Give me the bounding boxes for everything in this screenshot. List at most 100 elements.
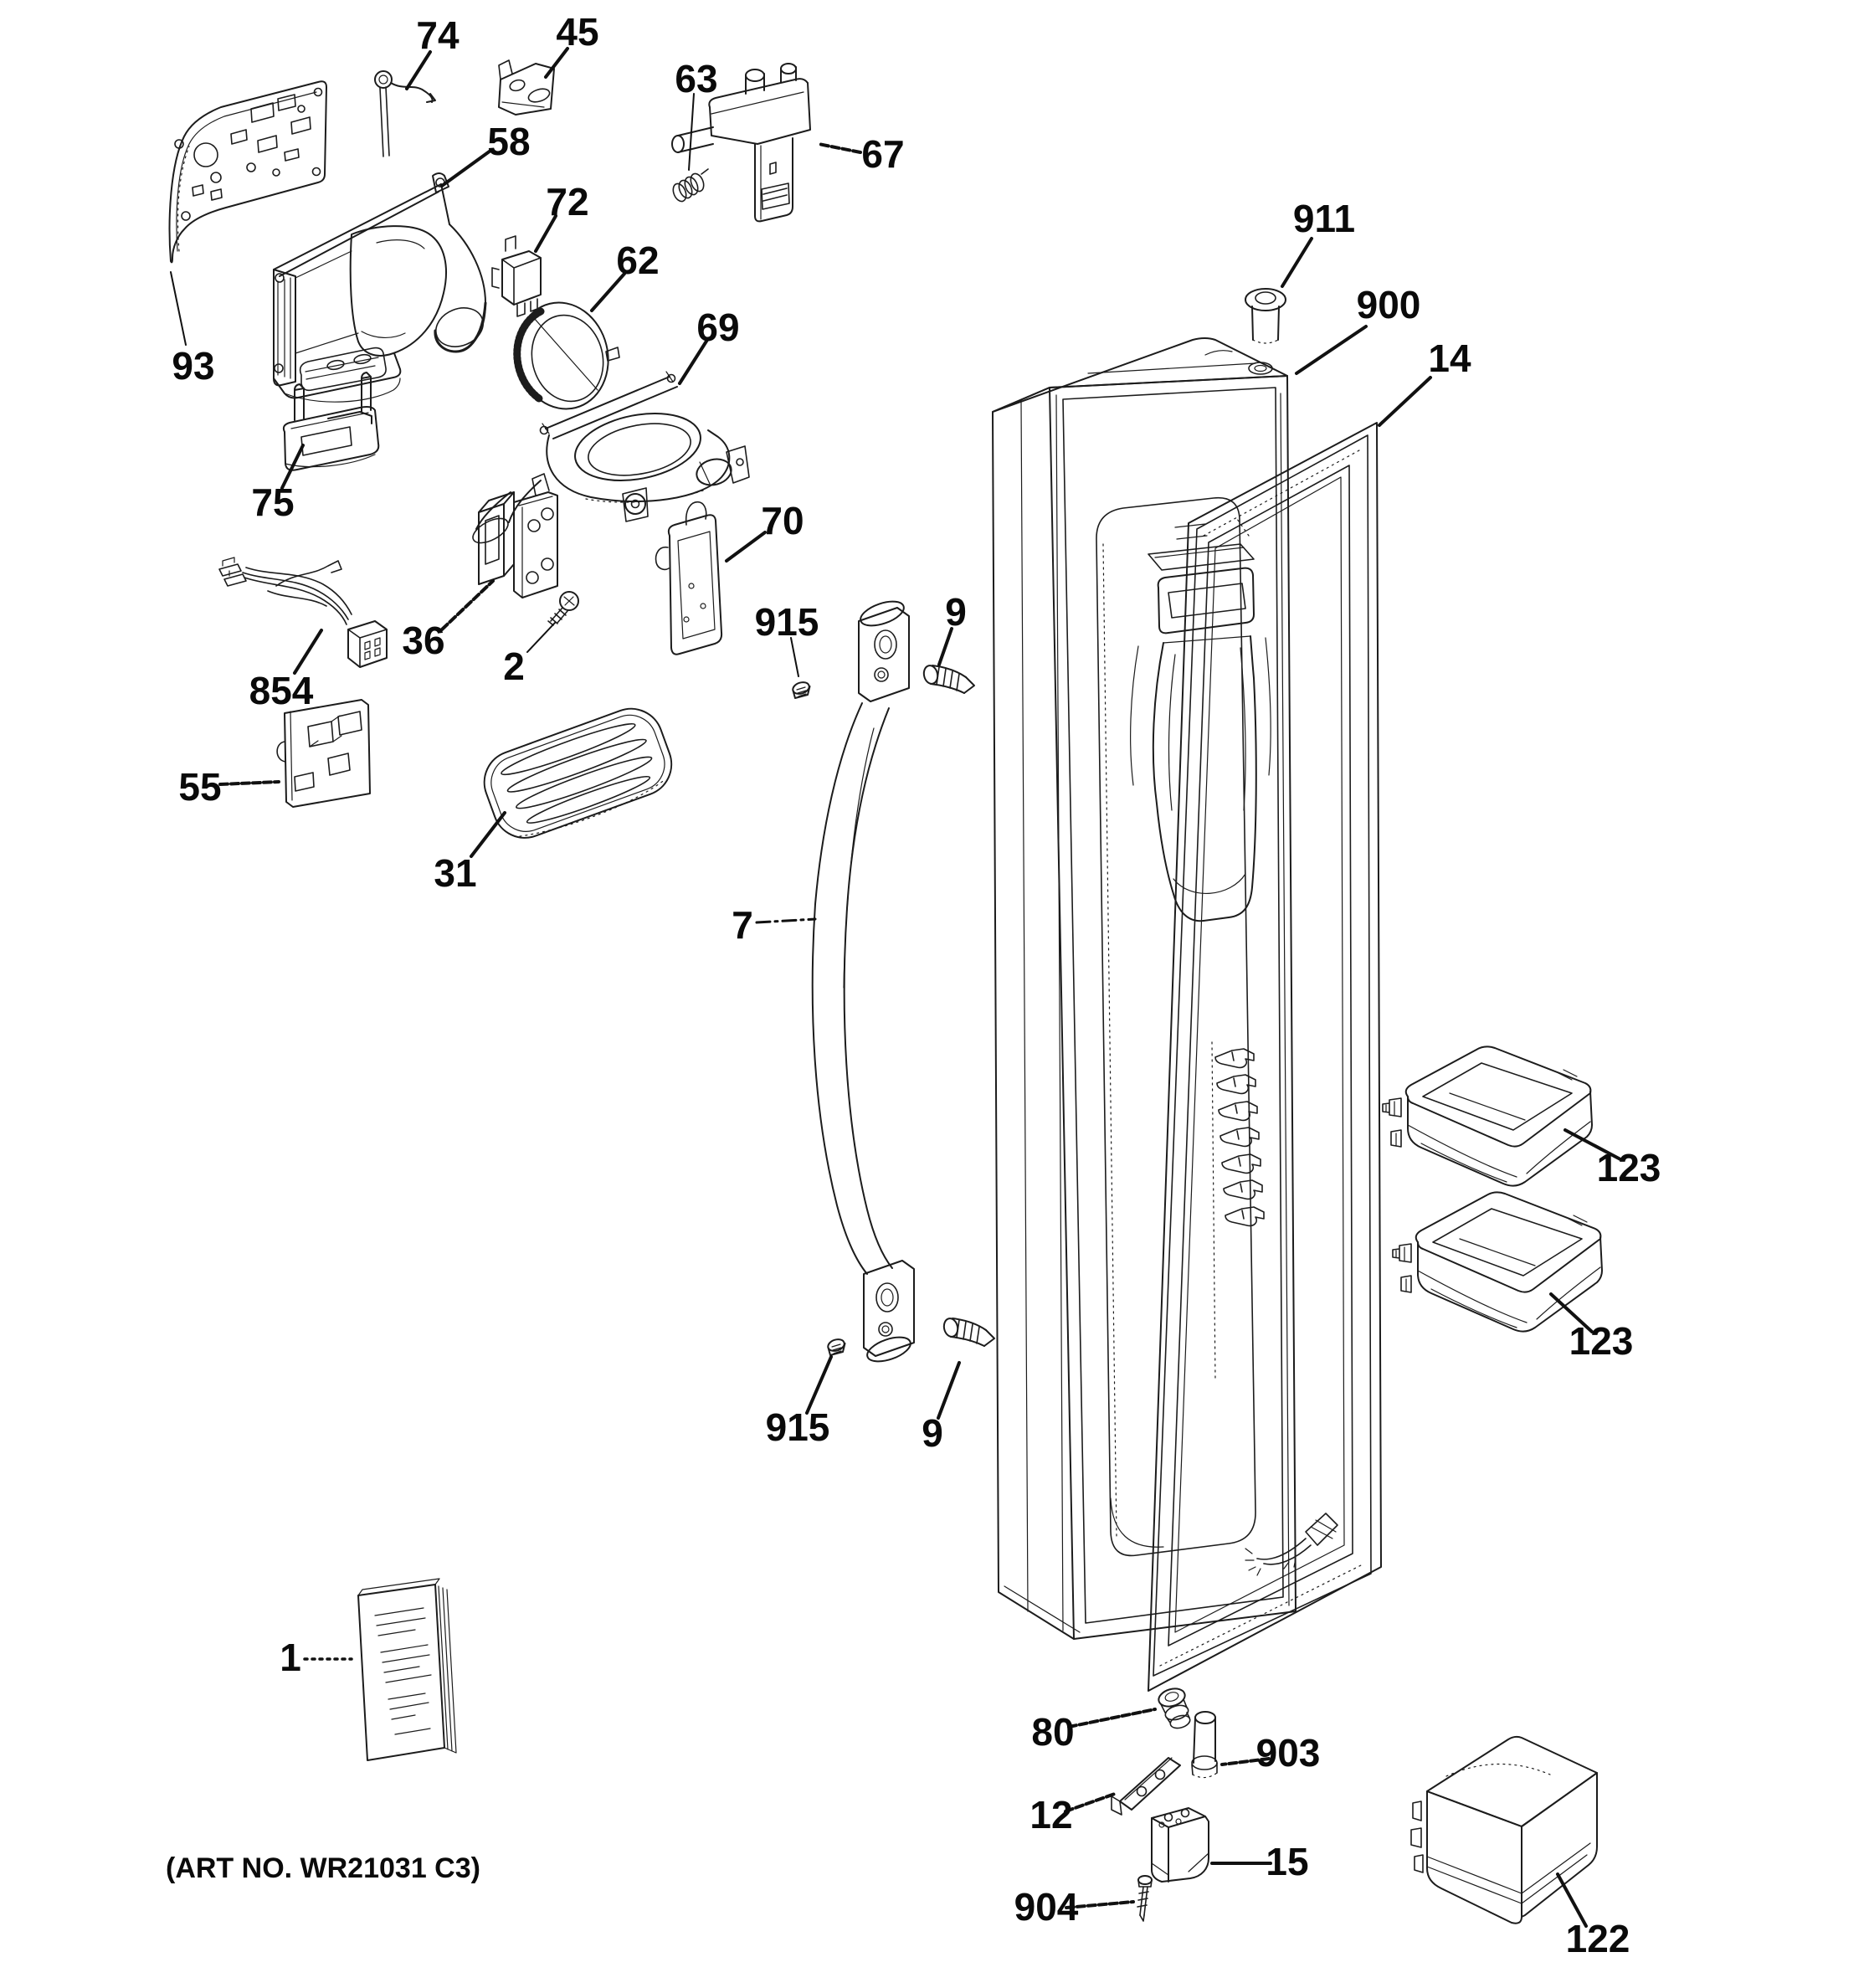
leader-74 (405, 50, 432, 90)
callout-45: 45 (556, 10, 598, 54)
callout-911: 911 (1293, 197, 1355, 240)
leader-55 (218, 780, 280, 786)
leader-123-top (1563, 1128, 1622, 1161)
leader-9-bottom (937, 1361, 961, 1420)
leader-93 (170, 271, 187, 346)
callout-1: 1 (280, 1636, 301, 1679)
callout-72: 72 (546, 180, 588, 223)
leader-915-bottom (805, 1355, 833, 1415)
part-80-bushing (1158, 1687, 1191, 1729)
leader-lines (170, 47, 1622, 1928)
leader-31 (470, 811, 506, 858)
part-911-grommet (1245, 288, 1286, 344)
part-14-gasket (1148, 422, 1382, 1692)
leader-854 (293, 629, 323, 675)
leader-9-top (937, 627, 953, 666)
part-915-plug-bottom (825, 1336, 847, 1356)
callout-9-top: 9 (945, 590, 967, 634)
callout-69: 69 (696, 306, 739, 349)
callout-123-bottom: 123 (1569, 1319, 1634, 1363)
part-72-switch (491, 235, 542, 317)
leader-903 (1220, 1757, 1271, 1766)
part-62-retainer-ring (513, 301, 620, 410)
callout-63: 63 (675, 57, 717, 100)
leader-72 (534, 214, 557, 253)
leader-67 (817, 142, 862, 154)
callout-122: 122 (1566, 1917, 1630, 1960)
callout-67: 67 (861, 132, 904, 176)
leader-14 (1378, 376, 1432, 427)
part-123-bin-top (1382, 1045, 1593, 1187)
part-7-handle (811, 600, 915, 1363)
part-900-freezer-door (992, 337, 1296, 1640)
callout-80: 80 (1031, 1710, 1074, 1754)
callout-36: 36 (402, 619, 444, 662)
leader-63 (688, 93, 695, 171)
leader-123-bottom (1549, 1292, 1594, 1333)
part-70-dispenser-plate (655, 501, 723, 655)
callout-62: 62 (616, 239, 659, 282)
callout-123-top: 123 (1597, 1146, 1661, 1189)
part-904-screw (1137, 1875, 1153, 1922)
part-2-screw (547, 591, 579, 626)
callout-31: 31 (434, 851, 476, 895)
callout-75: 75 (251, 480, 294, 524)
leader-75 (280, 444, 305, 490)
part-67-valve-bracket (671, 63, 811, 223)
part-9-screw-top (921, 663, 975, 694)
leader-122 (1556, 1872, 1588, 1928)
callout-904: 904 (1014, 1885, 1079, 1929)
leader-45 (544, 47, 569, 79)
leader-80 (1067, 1708, 1157, 1729)
callout-12: 12 (1029, 1793, 1072, 1836)
leader-58 (440, 149, 492, 187)
leader-915-top (790, 637, 799, 677)
part-854-harness (218, 557, 388, 668)
leader-7 (755, 917, 817, 924)
callout-93: 93 (172, 344, 214, 388)
leader-69 (678, 338, 709, 385)
callout-14: 14 (1428, 336, 1471, 380)
part-93-control-board (168, 80, 327, 264)
callout-915-top: 915 (755, 600, 819, 644)
leader-36 (440, 579, 495, 631)
callout-labels: 74 45 58 63 67 72 62 69 93 75 70 36 2 85… (172, 10, 1661, 1960)
art-number: (ART NO. WR21031 C3) (166, 1852, 480, 1884)
callout-58: 58 (487, 120, 530, 163)
part-69-recess-bowl (472, 371, 750, 544)
part-55-board (276, 699, 371, 808)
part-903-pin (1191, 1711, 1218, 1779)
callout-74: 74 (416, 13, 460, 57)
part-31-grille (483, 707, 673, 839)
part-9-screw-bottom (941, 1316, 995, 1347)
leader-12 (1064, 1792, 1117, 1813)
callout-70: 70 (761, 499, 804, 542)
part-63-coil (672, 168, 709, 203)
part-12-bracket (1111, 1757, 1181, 1816)
callout-2: 2 (503, 645, 525, 688)
part-door-lead-wire (1245, 1513, 1338, 1576)
callout-854: 854 (249, 669, 314, 712)
part-1-manual (357, 1578, 457, 1761)
callout-900: 900 (1357, 283, 1421, 326)
callout-55: 55 (178, 765, 221, 809)
callout-9-bottom: 9 (922, 1411, 943, 1455)
part-122-dairy-bin (1410, 1735, 1598, 1924)
part-915-plug-top (790, 679, 812, 699)
part-45-bracket (498, 59, 555, 116)
part-36-bracket (478, 473, 558, 598)
leader-70 (725, 531, 767, 562)
callout-15: 15 (1266, 1840, 1308, 1883)
leader-900 (1295, 325, 1368, 375)
leader-62 (590, 272, 626, 312)
leader-911 (1281, 237, 1313, 288)
callout-7: 7 (732, 903, 753, 947)
leader-2 (526, 622, 556, 653)
callout-903: 903 (1256, 1731, 1321, 1775)
part-74-wire-arm (374, 70, 436, 157)
part-58-duct-housing (273, 172, 487, 403)
part-15-hinge (1151, 1807, 1209, 1883)
leader-904 (1065, 1900, 1135, 1909)
